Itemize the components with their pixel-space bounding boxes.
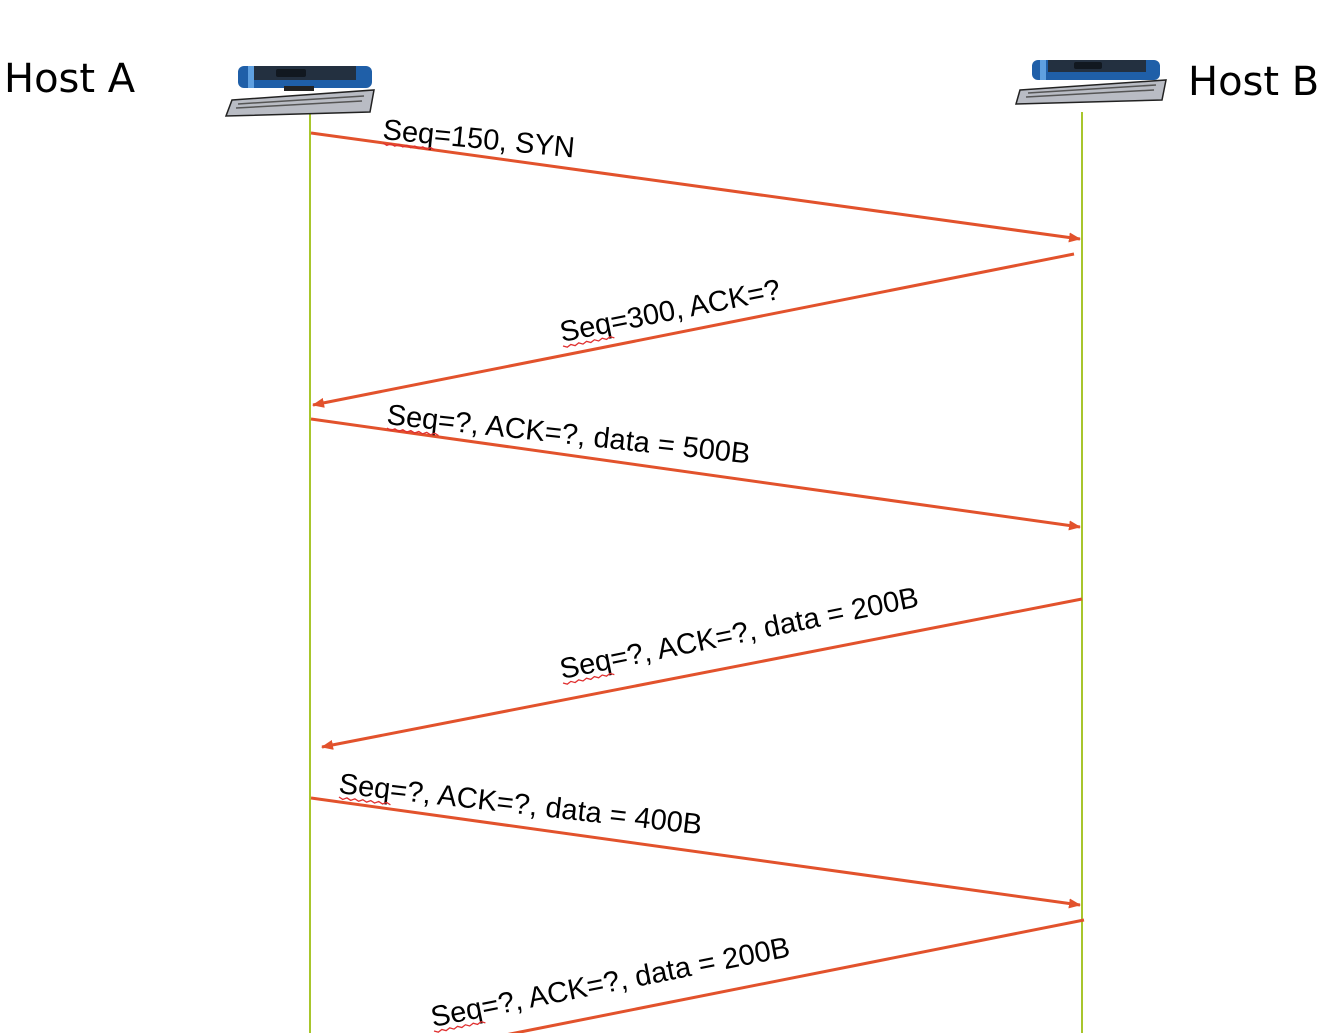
message-1-arrow <box>310 131 1081 243</box>
host-a-label: Host A <box>4 56 136 102</box>
message-3-label: Seq=?, ACK=?, data = 500B <box>385 399 752 470</box>
message-6-spell-underline <box>433 1020 486 1033</box>
message-2-spell-underline <box>562 335 615 348</box>
host-b-computer-icon <box>1014 60 1167 105</box>
message-3-arrow <box>310 417 1081 531</box>
message-1-spell-underline <box>382 142 435 151</box>
message-5-arrow <box>310 796 1081 909</box>
message-2-arrow <box>312 252 1075 408</box>
host-b-label: Host B <box>1188 59 1319 105</box>
message-2-label: Seq=300, ACK=? <box>557 274 783 349</box>
message-4-label: Seq=?, ACK=?, data = 200B <box>557 582 921 686</box>
message-5: Seq=?, ACK=?, data = 400B <box>310 768 1081 909</box>
message-6: Seq=?, ACK=?, data = 200B <box>428 918 1085 1033</box>
message-4: Seq=?, ACK=?, data = 200B <box>321 582 1083 750</box>
message-6-arrow <box>507 918 1085 1033</box>
message-4-spell-underline <box>562 672 615 685</box>
message-4-arrow <box>321 597 1083 750</box>
message-5-label: Seq=?, ACK=?, data = 400B <box>337 768 703 841</box>
message-1: Seq=150, SYN <box>310 114 1081 243</box>
message-6-label: Seq=?, ACK=?, data = 200B <box>428 932 792 1033</box>
message-3: Seq=?, ACK=?, data = 500B <box>310 399 1081 531</box>
host-a-computer-icon <box>224 66 375 117</box>
message-5-spell-underline <box>338 796 391 806</box>
message-3-spell-underline <box>386 427 439 437</box>
message-2: Seq=300, ACK=? <box>312 252 1075 408</box>
